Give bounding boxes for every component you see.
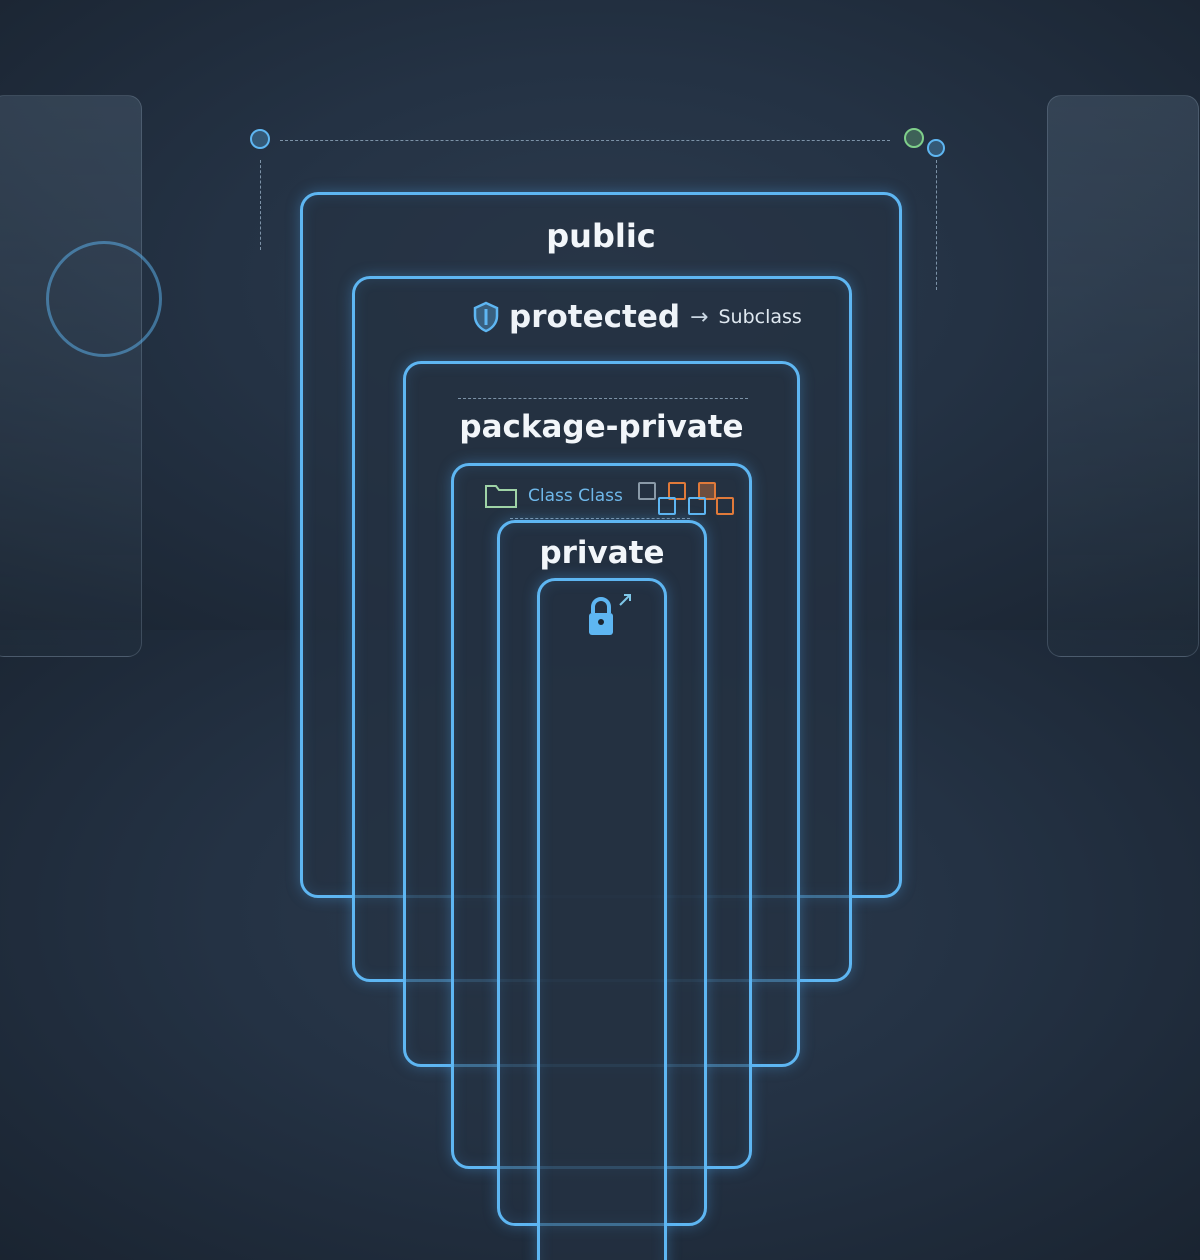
class-label: Class Class <box>528 486 623 506</box>
lock-icon <box>589 597 613 635</box>
class-square-icon <box>698 482 716 500</box>
globe-icon-blue <box>927 139 945 157</box>
globe-icon-green <box>904 128 924 148</box>
class-square-icon <box>688 497 706 515</box>
protected-label: protected <box>509 299 681 335</box>
inner-private-scope <box>537 578 667 1260</box>
package-private-label: package-private <box>459 409 744 445</box>
class-square-icon <box>658 497 676 515</box>
shield-icon <box>473 301 499 333</box>
connector-line-left <box>260 160 261 250</box>
class-square-icon <box>716 497 734 515</box>
left-decorative-panel <box>0 95 162 657</box>
folder-icon <box>485 485 517 508</box>
external-arrow-icon <box>619 594 631 606</box>
class-square-icon <box>638 482 656 500</box>
class-connector <box>510 518 690 519</box>
connector-line <box>280 140 890 141</box>
private-label: private <box>539 535 665 571</box>
public-label: public <box>546 217 656 255</box>
package-connector <box>458 398 748 399</box>
globe-icon <box>250 129 270 149</box>
dial-graphic <box>46 241 162 357</box>
connector-line-right <box>936 160 937 290</box>
class-square-icon <box>668 482 686 500</box>
subclass-label: Subclass <box>718 306 802 328</box>
arrow-icon: → <box>690 304 709 330</box>
right-decorative-panel <box>1047 95 1199 657</box>
